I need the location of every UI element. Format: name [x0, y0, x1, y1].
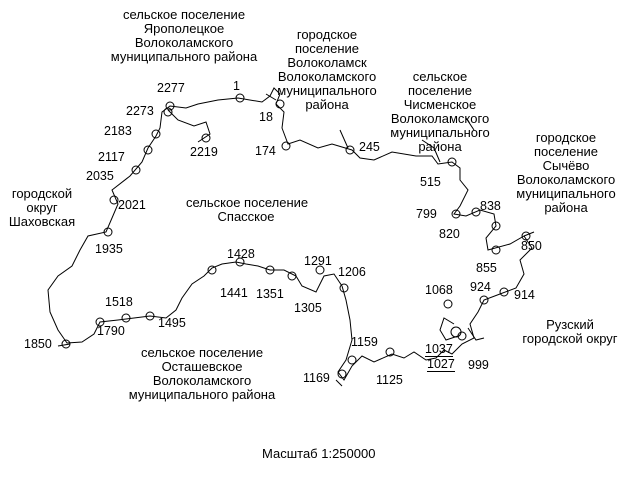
- point-label: 2035: [86, 169, 114, 183]
- point-label: 1850: [24, 337, 52, 351]
- point-marker: [103, 227, 113, 237]
- region-ruzsky-label: Рузский городской округ: [522, 317, 618, 346]
- point-label: 1037: [425, 342, 453, 357]
- point-label: 1291: [304, 254, 332, 268]
- point-marker: [443, 299, 453, 309]
- point-marker: [235, 93, 245, 103]
- region-ostashevskoe-label: сельское поселение Осташевское Волоколам…: [128, 345, 276, 402]
- point-label: 838: [480, 199, 501, 213]
- region-shakhovskaya-label: городской округ Шаховская: [8, 186, 76, 229]
- point-marker: [287, 271, 297, 281]
- point-label: 1: [233, 79, 240, 93]
- point-marker: [457, 331, 467, 341]
- point-label: 999: [468, 358, 489, 372]
- point-label: 1068: [425, 283, 453, 297]
- point-label: 1125: [376, 373, 403, 387]
- point-label: 1027: [427, 357, 455, 372]
- point-marker: [61, 339, 71, 349]
- point-marker: [339, 283, 349, 293]
- point-marker: [121, 313, 131, 323]
- point-marker: [201, 133, 211, 143]
- point-label: 2117: [98, 150, 125, 164]
- point-markers: [61, 93, 531, 379]
- region-volokolamsk-label: городское поселение Волоколамск Волокола…: [277, 27, 377, 112]
- point-label: 1169: [303, 371, 330, 385]
- point-label: 1351: [256, 287, 284, 301]
- point-label: 1305: [294, 301, 322, 315]
- scale-label: Масштаб 1:250000: [262, 446, 376, 461]
- point-label: 2277: [157, 81, 185, 95]
- point-marker: [145, 311, 155, 321]
- point-label: 1441: [220, 286, 248, 300]
- point-marker: [451, 209, 461, 219]
- point-marker: [345, 145, 355, 155]
- point-label: 1159: [351, 335, 378, 349]
- region-spasskoe-label: сельское поселение Спасское: [186, 195, 309, 224]
- point-marker: [385, 347, 395, 357]
- point-marker: [471, 207, 481, 217]
- point-marker: [347, 355, 357, 365]
- point-label: 799: [416, 207, 437, 221]
- point-label: 245: [359, 140, 380, 154]
- point-marker: [143, 145, 153, 155]
- point-marker: [521, 231, 531, 241]
- point-marker: [95, 317, 105, 327]
- point-marker: [109, 195, 119, 205]
- point-label: 1790: [97, 324, 125, 338]
- region-sychyovo-label: городское поселение Сычёво Волоколамског…: [516, 130, 616, 215]
- point-marker: [479, 295, 489, 305]
- point-marker: [281, 141, 291, 151]
- point-marker: [265, 265, 275, 275]
- point-marker: [450, 326, 462, 338]
- point-label: 1428: [227, 247, 255, 261]
- region-yaropolets-label: сельское поселение Ярополецкое Волоколам…: [110, 7, 258, 64]
- region-chismenskoe-label: сельское поселение Чисменское Волоколамс…: [390, 69, 490, 154]
- point-marker: [151, 129, 161, 139]
- point-marker: [315, 265, 325, 275]
- point-label: 924: [470, 280, 491, 294]
- point-label: 2021: [118, 198, 146, 212]
- point-marker: [163, 107, 173, 117]
- point-label: 1495: [158, 316, 186, 330]
- point-marker: [491, 221, 501, 231]
- point-label: 850: [521, 239, 542, 253]
- point-label: 18: [259, 110, 273, 124]
- point-label: 2273: [126, 104, 154, 118]
- point-label: 1518: [105, 295, 133, 309]
- point-label: 1206: [338, 265, 366, 279]
- point-marker: [499, 287, 509, 297]
- point-marker: [165, 101, 175, 111]
- point-label: 914: [514, 288, 535, 302]
- point-marker: [275, 99, 285, 109]
- point-label: 515: [420, 175, 441, 189]
- point-label: 2219: [190, 145, 218, 159]
- point-label: 2183: [104, 124, 132, 138]
- point-marker: [207, 265, 217, 275]
- point-label: 174: [255, 144, 276, 158]
- point-label: 1935: [95, 242, 123, 256]
- point-marker: [131, 165, 141, 175]
- point-marker: [491, 245, 501, 255]
- point-marker: [235, 257, 245, 267]
- point-marker: [447, 157, 457, 167]
- point-label: 855: [476, 261, 497, 275]
- point-marker: [337, 369, 347, 379]
- point-label: 820: [439, 227, 460, 241]
